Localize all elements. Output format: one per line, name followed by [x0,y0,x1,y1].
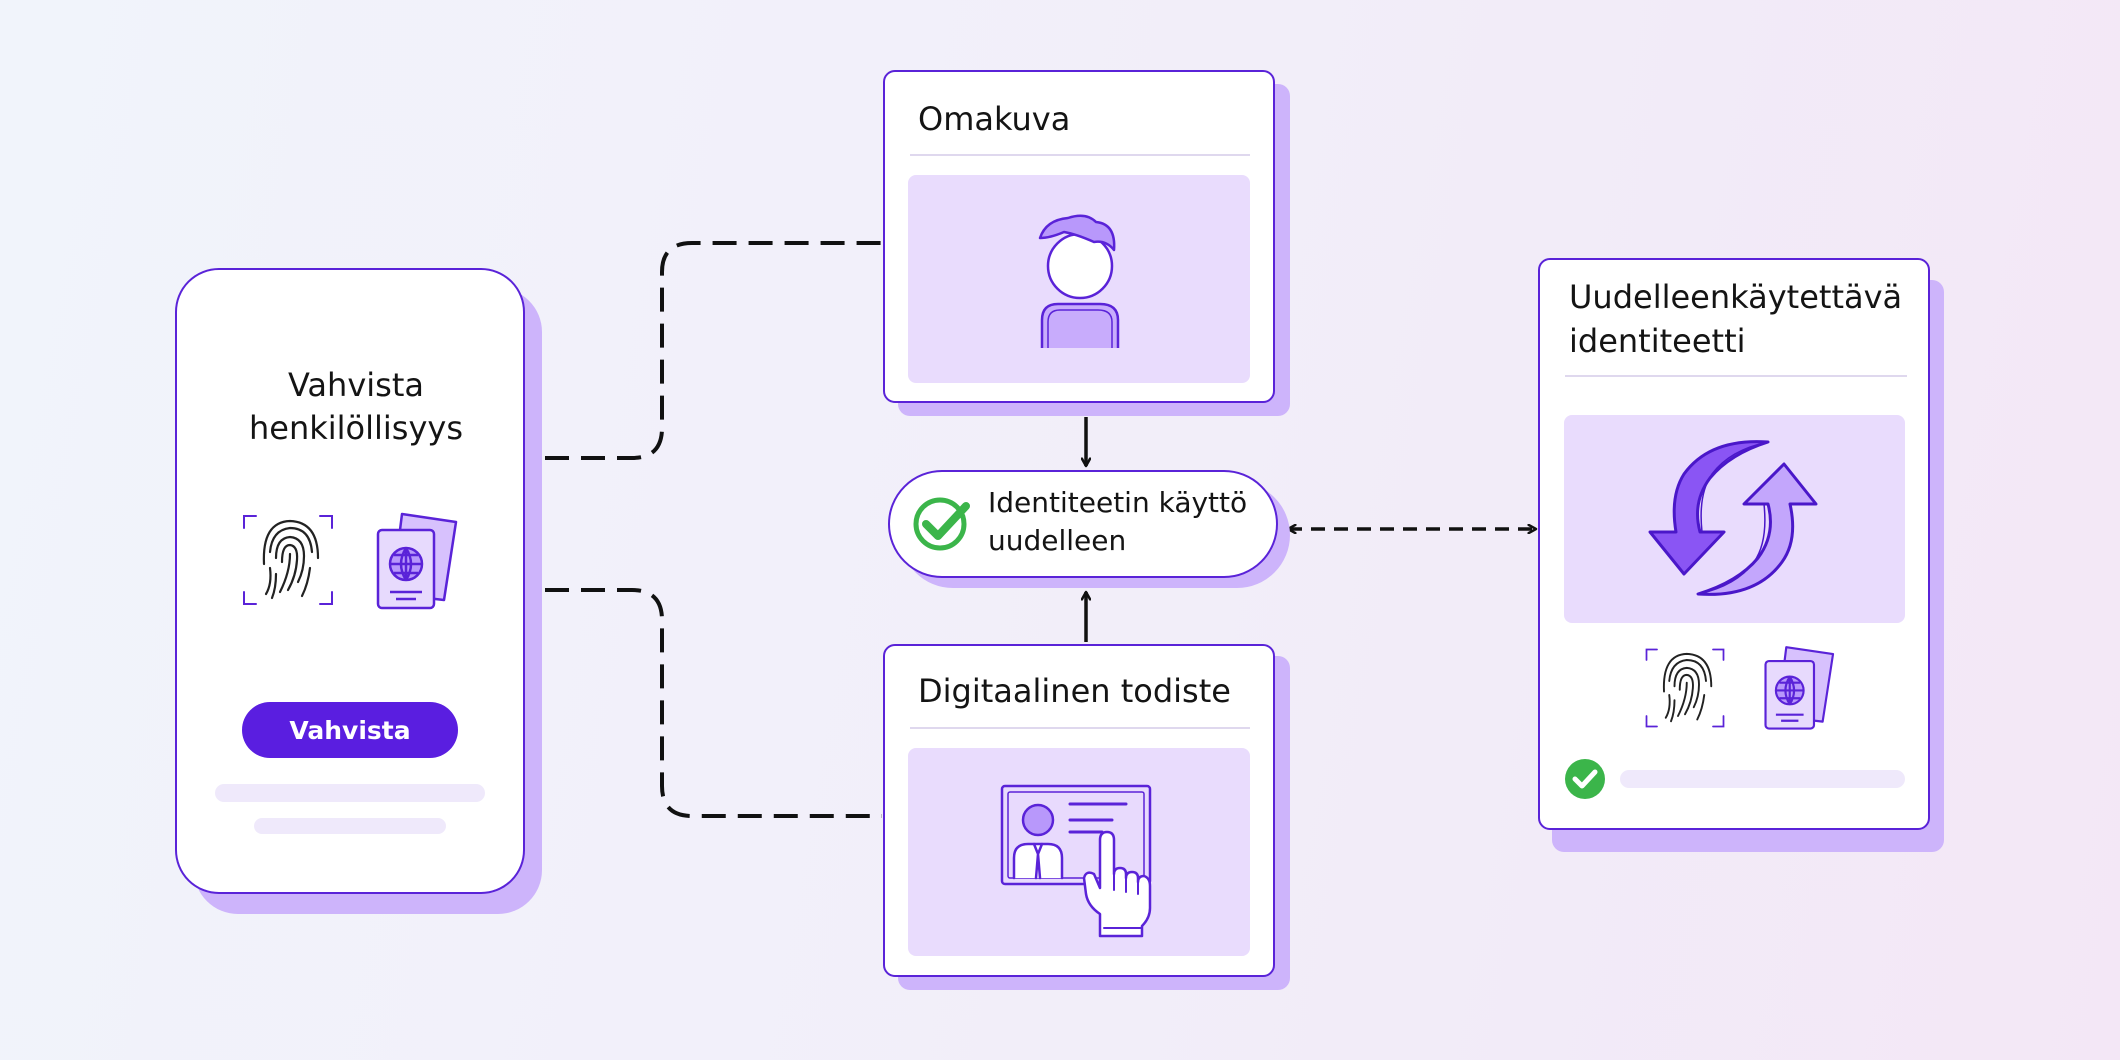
reusable-identity-title-line1: Uudelleenkäytettävä [1569,278,1903,316]
digital-proof-title: Digitaalinen todiste [918,672,1231,710]
reuse-identity-label-line1: Identiteetin käyttö [988,486,1248,519]
skeleton-line-2 [254,818,446,834]
verify-identity-title-line1: Vahvista [288,366,424,404]
verify-button[interactable]: Vahvista [242,702,458,758]
check-circle-icon [913,497,970,551]
fingerprint-icon [1645,648,1725,728]
skeleton-line-3 [1620,770,1905,788]
fingerprint-icon [243,515,333,605]
passport-icon [1764,646,1835,730]
verify-identity-title-line2: henkilöllisyys [248,409,464,447]
skeleton-line-1 [215,784,485,802]
reuse-identity-label: Identiteetin käyttö uudelleen [988,484,1278,560]
reusable-identity-divider [1565,375,1907,377]
check-circle-icon [1565,759,1605,799]
id-card-tap-icon [1000,784,1152,938]
dashed-link-top [545,241,882,460]
dashed-link-bottom [545,588,882,818]
refresh-arrows-icon [1648,440,1818,596]
selfie-card-divider [910,154,1250,156]
digital-proof-divider [910,727,1250,729]
reuse-identity-label-line2: uudelleen [988,524,1127,557]
selfie-card-title: Omakuva [918,100,1071,138]
reusable-identity-title-line2: identiteetti [1569,322,1746,360]
passport-icon [376,512,458,610]
person-avatar-icon [1038,214,1120,348]
